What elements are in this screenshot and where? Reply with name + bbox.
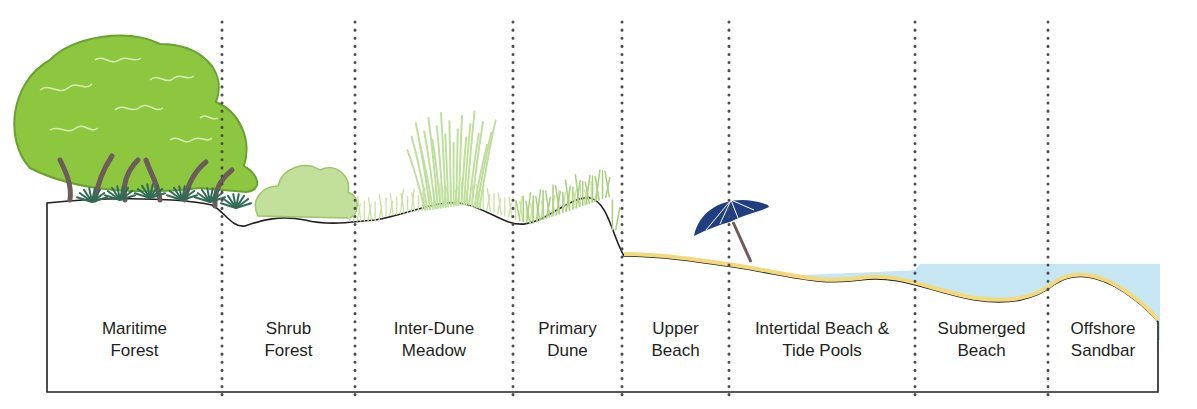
zone-dividers [222,22,1048,396]
dune-grasses [347,111,620,230]
zone-label: Upper Beach [645,318,707,362]
divider-line [512,22,515,396]
beach-umbrella [694,200,769,262]
zone-band: Intertidal Beach & Tide Pools [748,318,897,362]
zone-band: Upper Beach [643,318,709,362]
zone-label: Shrub Forest [258,318,320,362]
zone-label: Maritime Forest [90,318,180,362]
zone-band: Maritime Forest [88,318,182,362]
canopy-texture [40,58,218,142]
zone-band: Offshore Sandbar [1059,318,1147,362]
zone-band: Primary Dune [525,318,611,362]
shrub [255,166,357,218]
divider-line [728,22,731,396]
tree-trunks [60,156,232,206]
zone-label: Primary Dune [527,318,609,362]
palmetto-plants [77,184,251,208]
divider-line [354,22,357,396]
zone-label: Offshore Sandbar [1061,318,1145,362]
ground-profile [47,198,1158,392]
zone-label: Intertidal Beach & Tide Pools [750,318,895,362]
zone-band: Submerged Beach [930,318,1034,362]
divider-line [221,22,224,396]
divider-line [621,22,624,396]
zone-label: Inter-Dune Meadow [384,318,484,362]
divider-line [1047,22,1050,396]
sand-layer [624,254,1158,320]
divider-line [914,22,917,396]
zone-band: Inter-Dune Meadow [382,318,486,362]
zone-band: Shrub Forest [256,318,322,362]
zone-label: Submerged Beach [932,318,1032,362]
